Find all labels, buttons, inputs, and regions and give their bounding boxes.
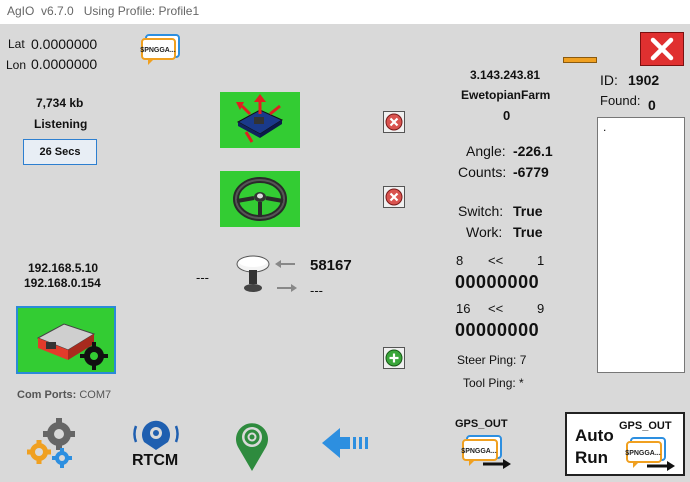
title-bar bbox=[0, 0, 690, 24]
location-pin-button[interactable] bbox=[232, 417, 272, 473]
ethernet-config-button[interactable] bbox=[16, 306, 116, 374]
rtcm-button[interactable]: RTCM bbox=[128, 420, 184, 472]
auto-gps-out-label: GPS_OUT bbox=[619, 420, 672, 432]
circuit-board-icon bbox=[236, 94, 284, 143]
steer-module-button[interactable] bbox=[220, 171, 300, 227]
gears-icon bbox=[27, 418, 75, 468]
angle-value: -226.1 bbox=[513, 143, 553, 159]
bits-row2-left: 16 bbox=[456, 301, 471, 316]
back-arrow-button[interactable] bbox=[320, 425, 370, 461]
id-label: ID: bbox=[600, 72, 618, 88]
lon-value: 0.0000000 bbox=[31, 56, 98, 72]
bits-row1-value: 00000000 bbox=[455, 272, 540, 292]
gps-out-icon-text: $PNGGA... bbox=[461, 448, 496, 455]
close-button[interactable] bbox=[640, 32, 684, 66]
imu-disconnect-button[interactable] bbox=[383, 111, 405, 133]
gps-left-dashes: --- bbox=[196, 270, 209, 285]
bits-row2-right: 9 bbox=[537, 301, 545, 316]
close-icon bbox=[650, 37, 674, 61]
steering-wheel-icon bbox=[233, 177, 287, 221]
counts-label: Counts: bbox=[458, 164, 507, 180]
ntrip-kb: 7,734 kb bbox=[36, 96, 84, 110]
ntrip-secs-button[interactable]: 26 Secs bbox=[23, 139, 97, 165]
map-pin-icon bbox=[236, 423, 268, 471]
gps-antenna-icon bbox=[233, 248, 303, 298]
nmea-message-icon[interactable]: $PNGGA... bbox=[140, 33, 182, 67]
minimize-button[interactable] bbox=[563, 57, 597, 63]
gps-port-bottom: --- bbox=[310, 283, 323, 298]
lon-label: Lon bbox=[6, 58, 27, 72]
bits-row1-right: 1 bbox=[537, 253, 545, 268]
settings-gears-button[interactable] bbox=[25, 416, 81, 468]
switch-value: True bbox=[513, 203, 543, 219]
window-title: AgIO v6.7.0 Using Profile: Profile1 bbox=[7, 4, 200, 18]
found-value: 0 bbox=[648, 97, 656, 113]
id-value: 1902 bbox=[628, 72, 660, 88]
auto-run-message-icon: $PNGGA... bbox=[625, 437, 675, 471]
ip-address-2: 192.168.0.154 bbox=[24, 276, 101, 290]
lat-label: Lat bbox=[8, 37, 25, 51]
radio-tower-icon bbox=[133, 420, 179, 450]
bits-row2-arrows: << bbox=[488, 301, 504, 316]
gps-out-button[interactable]: GPS_OUT $PNGGA... bbox=[455, 416, 515, 474]
arrow-left-icon bbox=[322, 428, 368, 458]
gps-out-message-icon: $PNGGA... bbox=[461, 435, 511, 469]
work-label: Work: bbox=[466, 224, 503, 240]
found-label: Found: bbox=[600, 93, 641, 108]
ntrip-server-count: 0 bbox=[503, 108, 511, 123]
ntrip-server-ip: 3.143.243.81 bbox=[470, 68, 541, 82]
bits-row2-value: 00000000 bbox=[455, 320, 540, 340]
add-module-button[interactable] bbox=[383, 347, 405, 369]
steer-ping: Steer Ping: 7 bbox=[457, 353, 527, 367]
tool-ping: Tool Ping: * bbox=[463, 376, 524, 390]
lat-value: 0.0000000 bbox=[31, 36, 98, 52]
ntrip-status: Listening bbox=[34, 117, 88, 131]
module-log-textbox[interactable]: . bbox=[597, 117, 685, 373]
gps-port-top: 58167 bbox=[310, 257, 352, 274]
angle-label: Angle: bbox=[466, 143, 506, 159]
auto-label: Auto bbox=[575, 426, 614, 445]
close-circle-icon bbox=[385, 188, 403, 206]
gps-out-label: GPS_OUT bbox=[455, 418, 508, 430]
ip-address-1: 192.168.5.10 bbox=[28, 261, 99, 275]
com-ports: Com Ports: COM7 bbox=[17, 389, 112, 401]
run-label: Run bbox=[575, 448, 609, 467]
auto-run-button[interactable]: Auto Run GPS_OUT $PNGGA... bbox=[565, 412, 685, 476]
work-value: True bbox=[513, 224, 543, 240]
counts-value: -6779 bbox=[513, 164, 549, 180]
close-circle-icon bbox=[385, 113, 403, 131]
steer-disconnect-button[interactable] bbox=[383, 186, 405, 208]
bits-row1-left: 8 bbox=[456, 253, 464, 268]
bits-row1-arrows: << bbox=[488, 253, 504, 268]
nmea-icon-text: $PNGGA... bbox=[140, 47, 175, 54]
ethernet-gear-icon bbox=[36, 323, 108, 370]
imu-module-button[interactable] bbox=[220, 92, 300, 148]
ntrip-server-name: EwetopianFarm bbox=[461, 88, 551, 102]
rtcm-label: RTCM bbox=[132, 452, 179, 469]
auto-icon-text: $PNGGA... bbox=[625, 450, 660, 457]
plus-circle-icon bbox=[385, 349, 403, 367]
switch-label: Switch: bbox=[458, 203, 504, 219]
